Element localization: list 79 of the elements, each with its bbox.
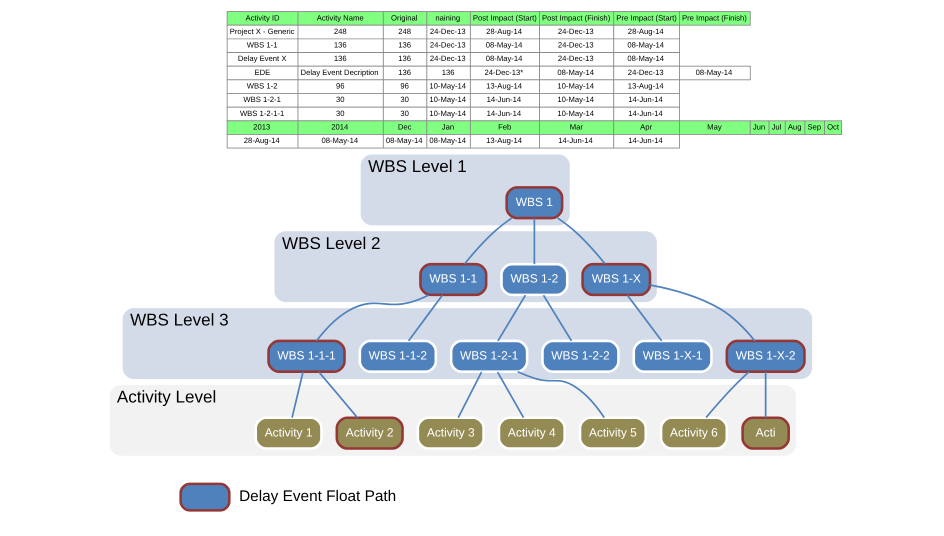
label: 24-Dec-13 [627, 68, 664, 77]
label: 30 [335, 108, 344, 118]
label: 24-Dec-13 [557, 40, 594, 50]
label: 10-May-14 [428, 82, 466, 91]
label: 28-Aug-14 [627, 26, 664, 36]
label: WBS 1-2-1-1 [239, 108, 284, 118]
label: WBS 1-2 [246, 82, 277, 91]
label: Post Impact (Start) [472, 13, 536, 22]
label: Original [390, 13, 417, 22]
label: 24-Dec-13* [484, 68, 523, 77]
label: 08-May-14 [485, 40, 522, 50]
label: 08-May-14 [485, 54, 522, 64]
label: 30 [400, 95, 408, 104]
label: 08-May-14 [626, 40, 664, 50]
label: Aug [787, 122, 801, 132]
label: 24-Dec-13 [429, 54, 466, 64]
label: 08-May-14 [556, 68, 594, 77]
label: 136 [333, 40, 346, 50]
label: Pre Impact (Start) [616, 13, 676, 22]
label: 2014 [330, 122, 348, 132]
label: 24-Dec-13 [557, 54, 594, 64]
label: 14-Jun-14 [486, 95, 521, 104]
label: 10-May-14 [428, 108, 466, 118]
label: 24-Dec-13 [557, 26, 594, 36]
label: 248 [398, 26, 411, 36]
label: Oct [826, 122, 839, 132]
label: EDE [254, 68, 270, 77]
label: 248 [333, 26, 346, 36]
label: Jan [441, 122, 454, 132]
label: Delay Event Decription [300, 68, 378, 77]
label: 136 [398, 40, 411, 50]
label: 10-May-14 [556, 95, 594, 104]
label: 14-Jun-14 [558, 136, 592, 146]
label: May [706, 122, 722, 132]
label: Post Impact (Finish) [542, 13, 610, 22]
label: 96 [400, 82, 408, 91]
label: Jul [771, 122, 781, 132]
label: 14-Jun-14 [486, 108, 521, 118]
label: 136 [441, 68, 454, 77]
label: 28-Aug-14 [243, 136, 280, 146]
label: 28-Aug-14 [486, 26, 522, 36]
label: 24-Dec-13 [429, 40, 466, 50]
label: Activity ID [245, 13, 280, 22]
label: 136 [398, 54, 411, 64]
label: Delay Event X [237, 54, 286, 64]
label: 08-May-14 [320, 136, 358, 146]
label: Apr [640, 122, 652, 132]
label: 13-Aug-14 [486, 136, 522, 146]
label: 24-Dec-13 [429, 26, 466, 36]
label: Mar [569, 122, 583, 132]
label: Pre Impact (Finish) [682, 13, 746, 22]
label: 10-May-14 [556, 82, 594, 91]
label: Jun [752, 122, 765, 132]
label: 136 [398, 68, 411, 77]
label: Project X - Generic [229, 26, 294, 36]
label: 136 [333, 54, 346, 64]
label: 14-Jun-14 [628, 108, 662, 118]
label: 30 [335, 95, 344, 104]
label: 96 [335, 82, 344, 91]
label: Sep [806, 122, 821, 132]
label: WBS 1-1 [246, 40, 277, 50]
label: 2013 [252, 122, 270, 132]
label: 10-May-14 [556, 108, 594, 118]
label: WBS 1-2-1 [242, 95, 280, 104]
label: 10-May-14 [428, 95, 466, 104]
label: 14-Jun-14 [628, 95, 662, 104]
label: 14-Jun-14 [628, 136, 662, 146]
label: Activity Name [316, 13, 364, 22]
label: 30 [400, 108, 408, 118]
label: 08-May-14 [695, 68, 732, 77]
label: 13-Aug-14 [486, 82, 522, 91]
legend-label: Delay Event Float Path [238, 488, 396, 505]
label: naining [434, 13, 460, 22]
label: 08-May-14 [626, 54, 664, 64]
label: 08-May-14 [385, 136, 422, 146]
label: 08-May-14 [428, 136, 466, 146]
label: 13-Aug-14 [627, 82, 664, 91]
label: Dec [397, 122, 411, 132]
label: Feb [498, 122, 511, 132]
